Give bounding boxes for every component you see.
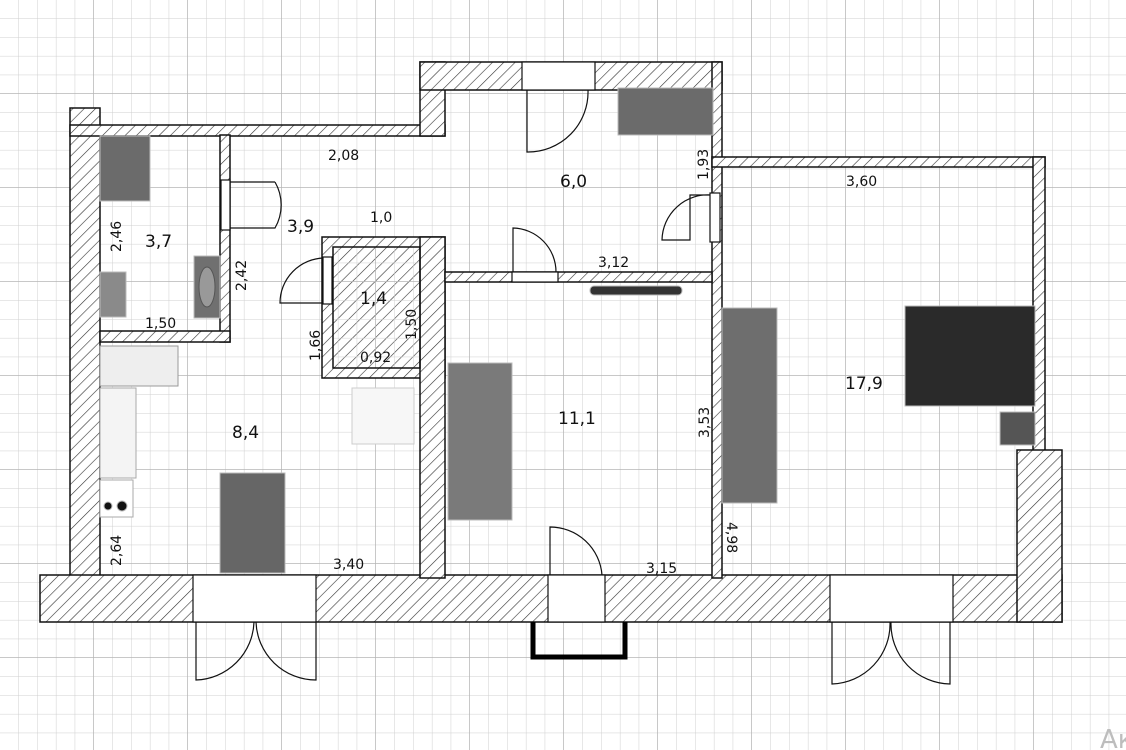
wall-bathroom-right xyxy=(219,134,231,343)
fridge xyxy=(351,387,415,445)
door-mid-frame xyxy=(511,271,559,283)
dim-label: 2,64 xyxy=(109,535,125,566)
dimension-labels: 2,08 1,0 2,46 2,42 1,50 1,66 1,50 0,92 1… xyxy=(109,148,877,577)
dim-label: 2,42 xyxy=(234,260,250,291)
wall-mid-right xyxy=(711,61,723,579)
area-kitchen: 8,4 xyxy=(232,423,259,443)
area-bathroom: 3,7 xyxy=(145,232,172,252)
dim-label: 1,50 xyxy=(145,316,176,332)
wall-bathroom-bottom xyxy=(99,330,231,343)
dim-label: 3,40 xyxy=(333,557,364,573)
wall-top-right xyxy=(711,156,1046,168)
sink-bowl xyxy=(198,266,216,308)
wall-top-left xyxy=(69,124,446,137)
windows xyxy=(192,61,954,623)
room-areas: 3,7 3,9 1,4 6,0 8,4 11,1 17,9 xyxy=(145,172,883,443)
door-mid[interactable] xyxy=(512,227,557,273)
door-top-room[interactable] xyxy=(526,89,589,153)
door-bathroom[interactable] xyxy=(230,181,282,229)
bathtub xyxy=(99,135,151,202)
wall-mid-horizontal xyxy=(444,271,713,283)
dim-label: 3,53 xyxy=(697,407,713,438)
dim-label: 1,0 xyxy=(370,210,392,226)
closet-floor xyxy=(332,246,421,369)
tv-stand xyxy=(589,285,683,296)
stove-burner xyxy=(116,500,128,512)
dim-label: 3,15 xyxy=(646,561,677,577)
door-bathroom-frame xyxy=(220,179,231,231)
washing-machine xyxy=(99,271,127,318)
stove xyxy=(99,479,134,518)
dim-label: 3,60 xyxy=(846,174,877,190)
dim-label: 3,12 xyxy=(598,255,629,271)
dim-label: 2,08 xyxy=(328,148,359,164)
sofa xyxy=(447,362,513,521)
area-hallway: 3,9 xyxy=(287,217,314,237)
wall-right-protrusion xyxy=(1016,449,1063,623)
door-closet[interactable] xyxy=(279,257,325,304)
door-living-balcony[interactable] xyxy=(549,526,603,576)
furniture xyxy=(99,87,1036,574)
window-kitchen xyxy=(192,574,317,623)
area-living-room: 11,1 xyxy=(558,409,596,429)
door-bedroom-window xyxy=(831,621,951,685)
area-top-room: 6,0 xyxy=(560,172,587,192)
window-bedroom xyxy=(829,574,954,623)
kitchen-counter xyxy=(99,387,137,479)
doors[interactable] xyxy=(195,89,951,685)
dim-label: 2,46 xyxy=(109,221,125,252)
nightstand xyxy=(999,411,1036,446)
balcony-door[interactable] xyxy=(547,574,606,623)
dim-label: 1,93 xyxy=(696,149,712,180)
watermark: Ак xyxy=(1100,725,1126,750)
door-kitchen-window xyxy=(195,621,317,681)
dim-label: 0,92 xyxy=(360,350,391,366)
dim-label: 4,98 xyxy=(723,522,739,553)
stove-burner xyxy=(103,501,113,511)
dim-label: 1,50 xyxy=(404,309,420,340)
bed xyxy=(904,305,1036,407)
window-top xyxy=(521,61,596,91)
kitchen-sink xyxy=(99,345,179,387)
wall-left xyxy=(69,107,101,579)
wardrobe-top xyxy=(617,87,714,136)
door-right[interactable] xyxy=(661,194,713,241)
area-bedroom: 17,9 xyxy=(845,374,883,394)
wardrobe-bedroom xyxy=(721,307,778,504)
balcony xyxy=(530,622,628,660)
door-closet-frame xyxy=(322,256,333,305)
dim-label: 1,66 xyxy=(308,330,324,361)
kitchen-table xyxy=(219,472,286,574)
area-closet: 1,4 xyxy=(360,289,387,309)
door-right-frame xyxy=(709,192,721,243)
wall-kitchen-right xyxy=(419,236,446,579)
